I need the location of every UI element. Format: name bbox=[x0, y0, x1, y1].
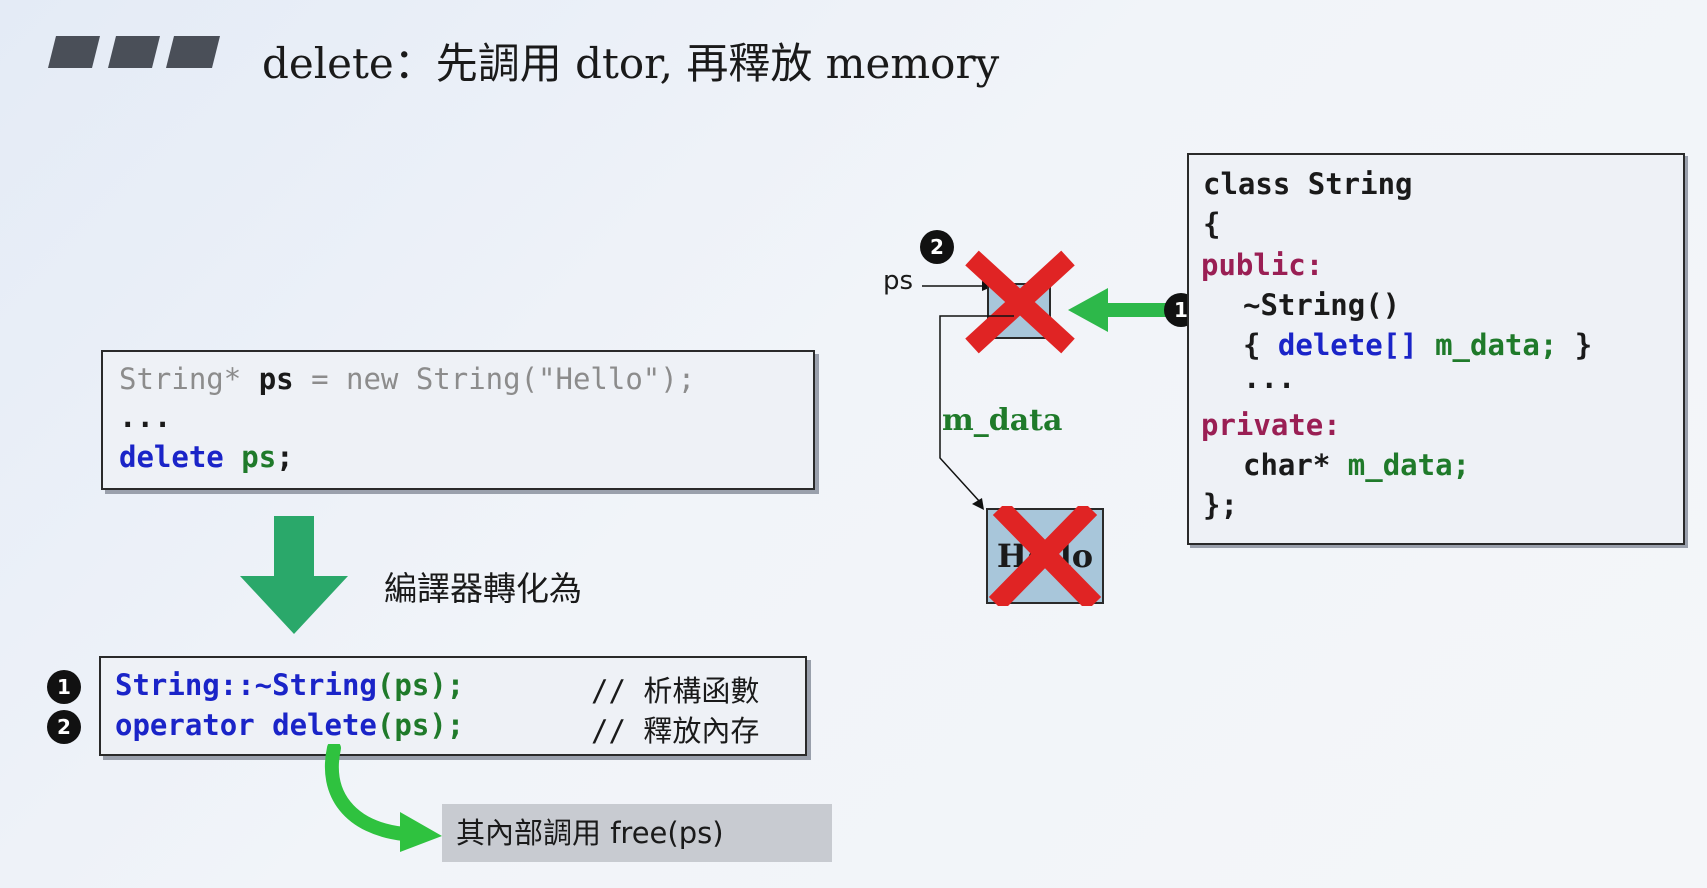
step-badge-diagram-2: 2 bbox=[920, 230, 954, 264]
destructor-decl: ~String() bbox=[1243, 288, 1401, 322]
delete-array-keyword: delete[] bbox=[1277, 328, 1418, 362]
access-private: private: bbox=[1201, 408, 1341, 442]
dtor-arg: (ps); bbox=[376, 668, 465, 702]
code-semicolon: ; bbox=[276, 440, 294, 474]
compiled-code-box: String::~String(ps); // 析構函數 operator de… bbox=[99, 656, 807, 756]
operator-delete-arg: (ps); bbox=[376, 708, 465, 742]
callout-text: 其內部調用 free(ps) bbox=[456, 816, 724, 850]
pointer-label: ps bbox=[883, 266, 914, 296]
step-badge-2: 2 bbox=[47, 710, 81, 744]
step-badge-1: 1 bbox=[47, 670, 81, 704]
code-new-expr: = new String("Hello"); bbox=[311, 362, 696, 396]
m-data-label: m_data bbox=[942, 403, 1063, 438]
class-close: }; bbox=[1203, 488, 1238, 522]
destructor-body: { delete[] m_data; } bbox=[1243, 328, 1592, 362]
class-header: class String bbox=[1203, 167, 1413, 201]
code-var: ps bbox=[258, 362, 294, 396]
code-line-delete: delete ps; bbox=[119, 440, 294, 474]
memory-diagram bbox=[922, 250, 1075, 510]
heap-deleted-cross bbox=[988, 506, 1102, 606]
code-type: String* bbox=[119, 362, 242, 396]
member-name: m_data; bbox=[1347, 448, 1470, 482]
code-ellipsis: ... bbox=[119, 400, 172, 434]
member-ref: m_data; bbox=[1435, 328, 1558, 362]
operator-delete-call: operator delete bbox=[115, 708, 377, 742]
code-line-new: String* ps = new String("Hello"); bbox=[119, 362, 695, 396]
source-code-box: String* ps = new String("Hello"); ... de… bbox=[101, 350, 815, 490]
slide-title: delete：先調用 dtor, 再釋放 memory bbox=[262, 39, 1000, 88]
dtor-call: String::~String bbox=[115, 668, 377, 702]
comment-free: // 釋放內存 bbox=[591, 714, 760, 748]
m-data-pointer-arrow bbox=[939, 315, 1014, 503]
code-line-dtor: String::~String(ps); bbox=[115, 668, 464, 702]
curved-arrow-icon bbox=[324, 744, 442, 852]
free-callout: 其內部調用 free(ps) bbox=[442, 804, 832, 862]
class-definition-box: class String { public: ~String() { delet… bbox=[1187, 153, 1685, 545]
member-type: char* bbox=[1243, 448, 1331, 482]
access-public: public: bbox=[1201, 248, 1324, 282]
transform-label: 編譯器轉化為 bbox=[384, 569, 582, 608]
code-var: ps bbox=[241, 440, 277, 474]
down-arrow-icon bbox=[240, 516, 348, 634]
title-decoration bbox=[48, 36, 220, 68]
delete-keyword: delete bbox=[119, 440, 224, 474]
comment-dtor: // 析構函數 bbox=[591, 674, 760, 708]
member-decl: char* m_data; bbox=[1243, 448, 1470, 482]
class-ellipsis: ... bbox=[1243, 361, 1296, 395]
code-line-operator-delete: operator delete(ps); bbox=[115, 708, 464, 742]
class-open-brace: { bbox=[1203, 207, 1221, 241]
object-deleted-cross bbox=[965, 250, 1075, 354]
brace: } bbox=[1557, 328, 1593, 362]
brace: { bbox=[1243, 328, 1278, 362]
